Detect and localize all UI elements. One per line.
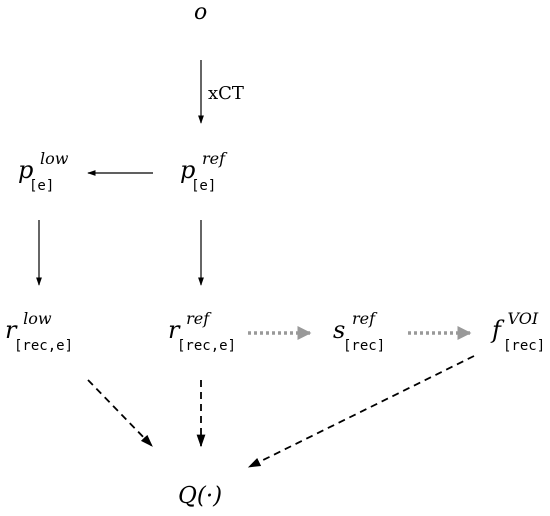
node-f-voi: f VOI [rec] — [490, 302, 546, 354]
node-o: o — [194, 0, 207, 25]
node-s-ref: s ref [rec] — [333, 302, 385, 354]
node-q: Q(·) — [178, 483, 222, 509]
node-p-ref: p ref [e] — [180, 142, 233, 194]
node-p-low: p low [e] — [18, 142, 76, 194]
node-r-ref: r ref [rec,e] — [168, 302, 236, 354]
edge-r-low-to-q — [87, 379, 153, 447]
edge-f-voi-to-q — [247, 355, 475, 468]
node-r-low: r low [rec,e] — [5, 302, 73, 354]
edge-label-xct: xCT — [208, 83, 244, 104]
